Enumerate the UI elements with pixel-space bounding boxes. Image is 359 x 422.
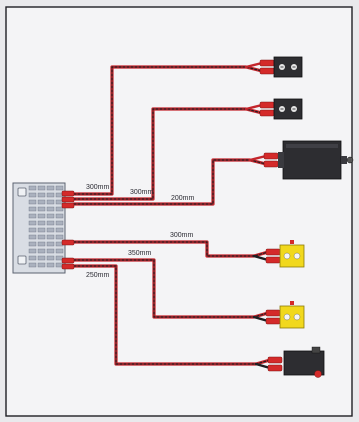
- cable-6-length-label: 250mm: [86, 272, 110, 279]
- cable-labels: 300mm 300mm 200mm 300mm 350mm 250mm: [86, 184, 195, 279]
- cable-2-stripe: [73, 108, 263, 200]
- terminal-connector-yellow-1: [279, 240, 305, 268]
- cable-3-length-label: 200mm: [171, 195, 195, 202]
- cable-4-branch: [252, 254, 270, 262]
- cable-2-branch: [244, 103, 264, 111]
- motor-black: [278, 140, 354, 180]
- cable-1-stripe: [73, 66, 263, 195]
- cable-1-length-label: 300mm: [86, 184, 110, 191]
- connector-plug-6: [267, 356, 283, 372]
- terminal-block: [12, 182, 75, 274]
- cable-6-branch: [254, 362, 272, 370]
- hub-plugs: [61, 190, 75, 270]
- battery-box-black: [283, 346, 325, 378]
- cable-3-branch: [248, 154, 268, 162]
- terminal-connector-black-1: [273, 56, 303, 78]
- cable-5-stripe: [73, 259, 269, 318]
- cable-4-stripe: [73, 241, 269, 257]
- terminal-connector-black-2: [273, 98, 303, 120]
- cable-6-stripe: [73, 265, 271, 365]
- cable-2-length-label: 300mm: [130, 189, 154, 196]
- connector-plug-5: [265, 309, 281, 325]
- cable-3-stripe: [73, 159, 267, 205]
- cable-4-length-label: 300mm: [170, 232, 194, 239]
- connector-plug-1: [259, 59, 275, 75]
- wires: [72, 61, 272, 370]
- cable-5-branch: [252, 315, 270, 323]
- cable-5-length-label: 350mm: [128, 250, 152, 257]
- terminal-connector-yellow-2: [279, 301, 305, 329]
- cable-1-branch: [244, 61, 264, 69]
